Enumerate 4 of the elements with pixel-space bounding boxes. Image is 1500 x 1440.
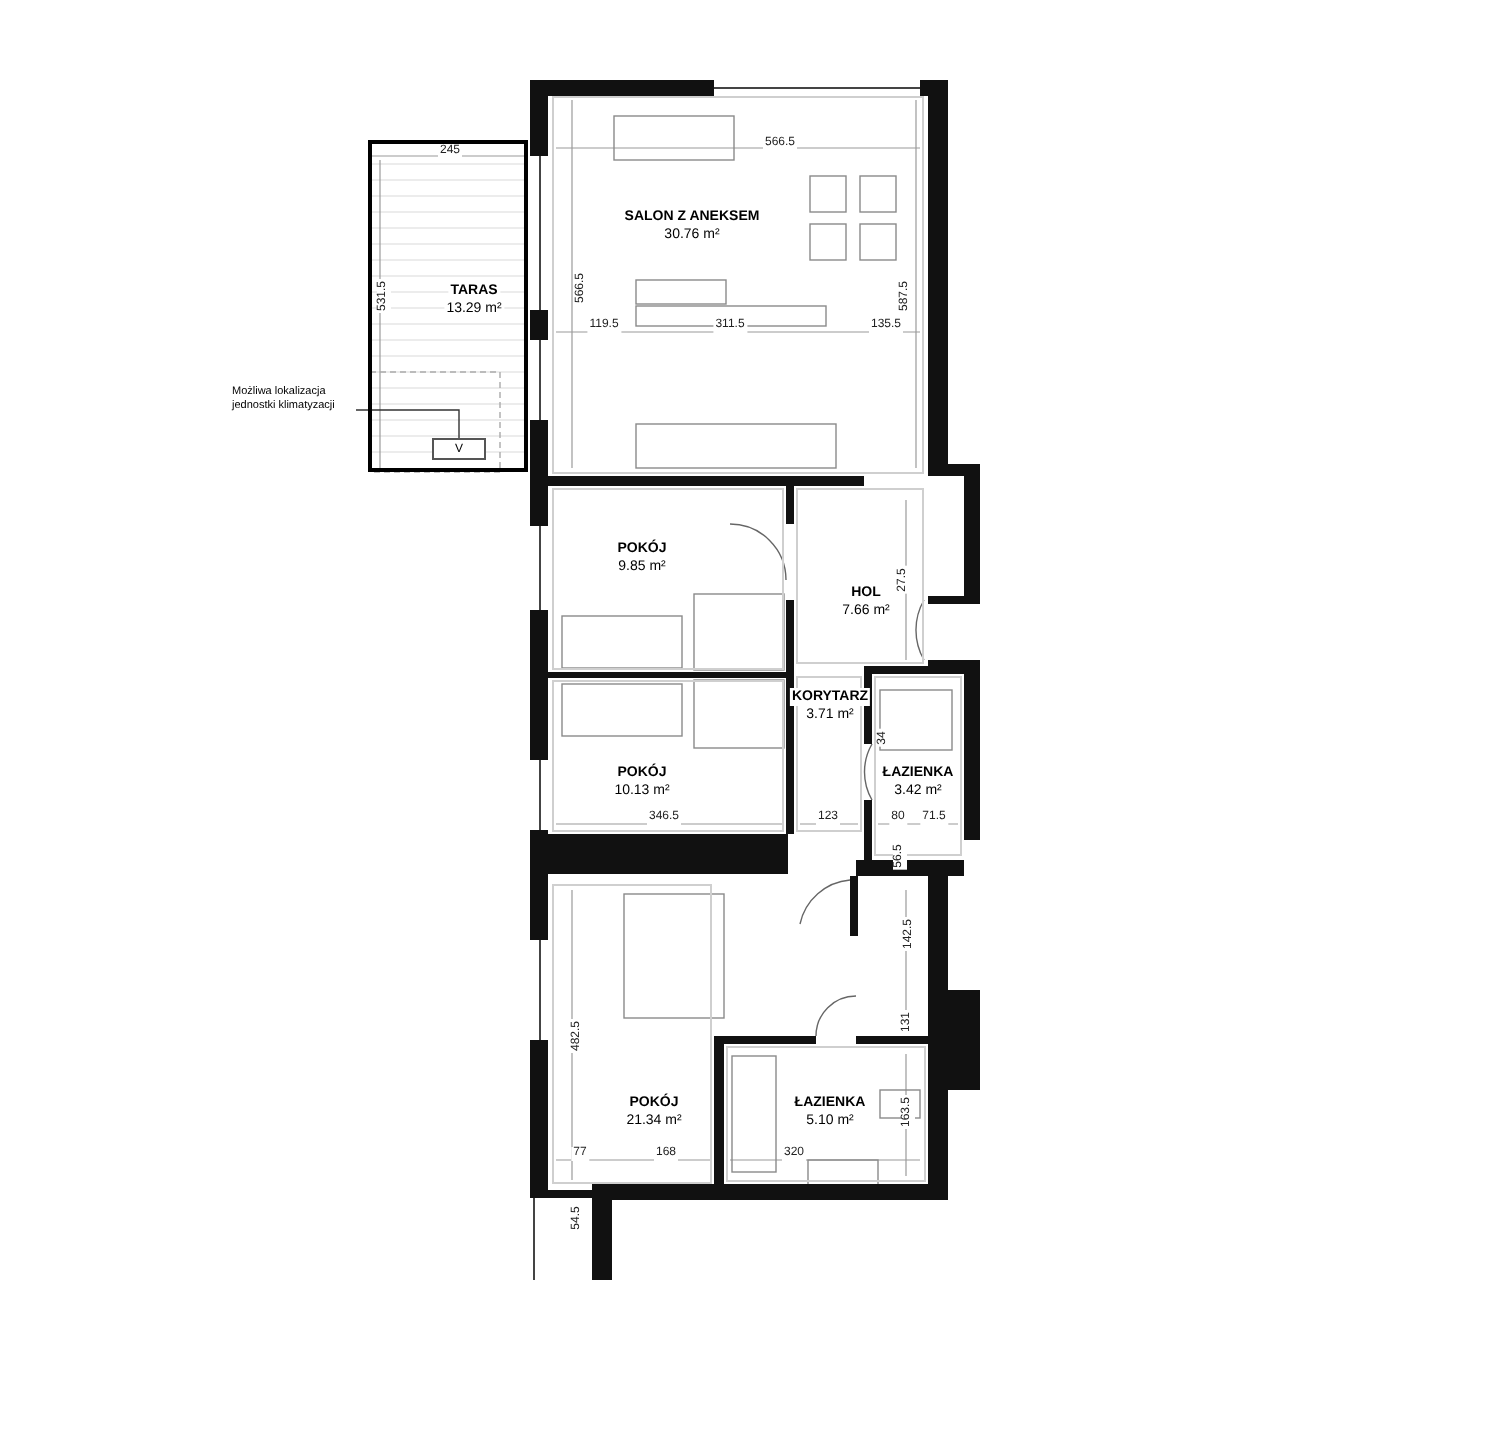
- room-area: [552, 488, 784, 670]
- room-area: [552, 680, 784, 832]
- leader-line: [355, 409, 460, 439]
- terrace-area: [368, 140, 528, 472]
